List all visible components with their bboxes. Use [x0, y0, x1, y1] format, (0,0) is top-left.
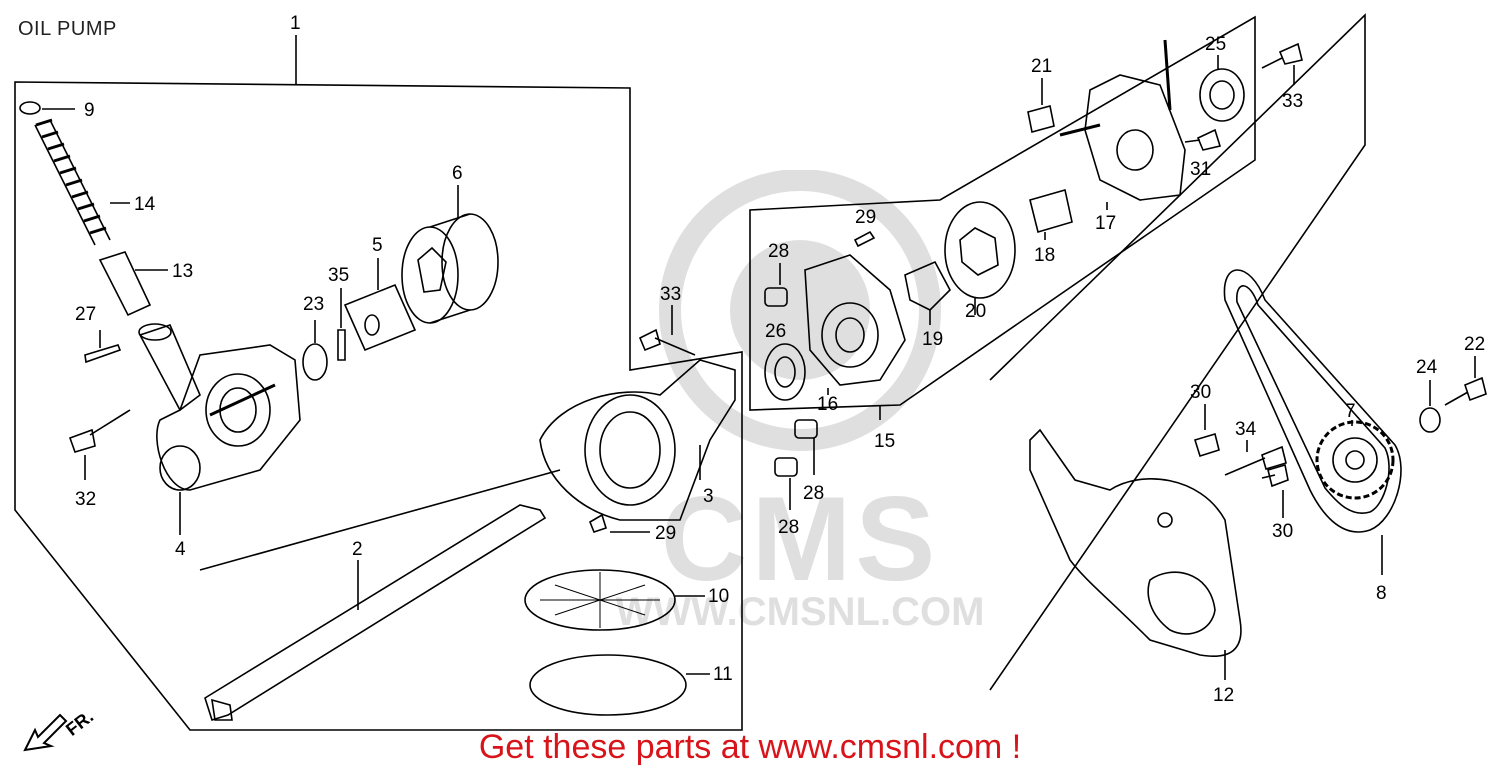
part-label: 30 — [1272, 521, 1294, 542]
assembly-boundary-15 — [749, 15, 1256, 411]
part-8-chain — [1223, 269, 1402, 533]
part-label: 13 — [172, 261, 194, 282]
part-label: 4 — [175, 539, 186, 560]
part-20-outer-rotor — [944, 201, 1016, 299]
part-label: 28 — [778, 517, 800, 538]
part-21-nut — [1027, 105, 1055, 133]
part-30-bolt-low — [1261, 463, 1289, 488]
part-28-dowel-mid — [794, 419, 818, 439]
part-13-piston — [98, 251, 152, 317]
part-label: 27 — [75, 304, 97, 325]
part-16-pump-cover — [804, 254, 906, 386]
part-14-spring — [34, 118, 111, 246]
part-28-dowel-low — [774, 457, 798, 477]
part-label: 28 — [803, 483, 825, 504]
part-label: 33 — [1282, 91, 1304, 112]
part-5-inner-rotor — [343, 283, 417, 352]
part-label: 25 — [1205, 34, 1227, 55]
part-label: 17 — [1095, 213, 1117, 234]
part-label: 5 — [372, 235, 383, 256]
part-label: 18 — [1034, 245, 1056, 266]
part-label: 7 — [1345, 401, 1356, 422]
part-label: 8 — [1376, 583, 1387, 604]
part-label: 29 — [655, 523, 677, 544]
part-18-collar — [1029, 188, 1073, 234]
part-12-chain-cover — [1029, 428, 1242, 657]
part-label: 28 — [768, 241, 790, 262]
part-label: 29 — [855, 207, 877, 228]
part-label: 34 — [1235, 419, 1257, 440]
part-25-bearing — [1199, 68, 1245, 122]
part-30-bolt-top — [1193, 432, 1220, 458]
assembly-boundary-1 — [14, 81, 743, 731]
footer-promo-link[interactable]: Get these parts at www.cmsnl.com ! — [478, 728, 1022, 766]
part-27-pin — [84, 344, 122, 364]
part-7-sprocket — [1315, 420, 1395, 500]
part-label: 26 — [765, 321, 787, 342]
part-label: 12 — [1213, 685, 1235, 706]
part-33-bolt-right — [1261, 42, 1303, 69]
part-23-seal — [302, 343, 328, 381]
part-label: 16 — [817, 394, 839, 415]
front-arrow-icon — [23, 713, 68, 752]
part-label: 31 — [1190, 159, 1212, 180]
part-label: 6 — [452, 163, 463, 184]
part-6-outer-rotor — [401, 213, 499, 324]
part-label: 11 — [713, 664, 733, 685]
diagram-title: OIL PUMP — [18, 18, 117, 40]
part-9-cap — [19, 101, 41, 115]
part-label: 10 — [708, 586, 730, 607]
part-19-inner-rotor — [904, 260, 951, 311]
part-label: 30 — [1190, 382, 1212, 403]
part-26-seal — [764, 343, 806, 401]
part-label: 9 — [84, 100, 95, 121]
part-label: 20 — [965, 301, 987, 322]
part-label: 15 — [874, 431, 896, 452]
part-17-pump-body — [1059, 39, 1186, 201]
part-label: 23 — [303, 294, 325, 315]
part-2-shaft — [204, 504, 547, 722]
part-32-bolt — [68, 409, 131, 453]
part-35-pin — [337, 329, 346, 361]
part-label: 22 — [1464, 334, 1486, 355]
part-34-bolt — [1224, 445, 1287, 476]
part-label: 24 — [1416, 357, 1438, 378]
part-3-housing — [539, 359, 736, 521]
part-label: 2 — [352, 539, 363, 560]
part-4-pump-body — [138, 323, 301, 491]
part-24-washer — [1419, 407, 1441, 433]
part-label: 35 — [328, 265, 350, 286]
part-label: 32 — [75, 489, 97, 510]
part-label: 14 — [134, 194, 156, 215]
part-label: 19 — [922, 329, 944, 350]
part-11-circlip — [529, 654, 687, 716]
part-33-bolt — [638, 328, 696, 356]
chain-cover-boundary — [989, 13, 1366, 691]
part-29-pin-top — [853, 230, 876, 248]
part-label: 1 — [290, 13, 301, 34]
part-label: 21 — [1031, 56, 1053, 77]
part-28-dowel-top — [764, 287, 788, 307]
part-22-bolt — [1444, 376, 1487, 406]
part-label: 33 — [660, 284, 682, 305]
part-31-bolt — [1184, 128, 1222, 151]
part-10-strainer — [524, 569, 676, 631]
part-label: 3 — [703, 486, 714, 507]
